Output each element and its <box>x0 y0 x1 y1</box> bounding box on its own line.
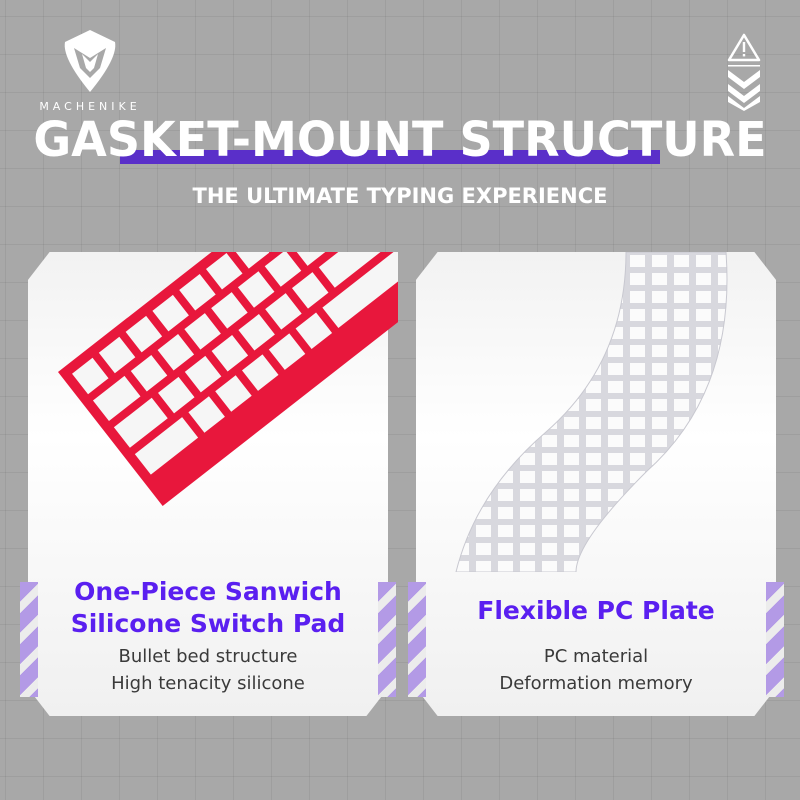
stripe-decoration <box>378 582 396 697</box>
brand-name: MACHENIKE <box>39 100 141 113</box>
card-title: Flexible PC Plate <box>477 596 715 625</box>
silicone-pad-image <box>58 252 398 506</box>
stripe-decoration <box>766 582 784 697</box>
warning-chevrons-icon <box>727 33 761 111</box>
brand-logo: MACHENIKE <box>30 28 150 113</box>
page-subtitle: THE ULTIMATE TYPING EXPERIENCE <box>192 184 608 208</box>
page-title: GASKET-MOUNT STRUCTURE <box>33 112 767 168</box>
title-highlight <box>120 150 660 164</box>
machenike-logo-icon <box>64 30 116 92</box>
stripe-decoration <box>408 582 426 697</box>
stripe-decoration <box>20 582 38 697</box>
pc-plate-image <box>455 252 728 572</box>
